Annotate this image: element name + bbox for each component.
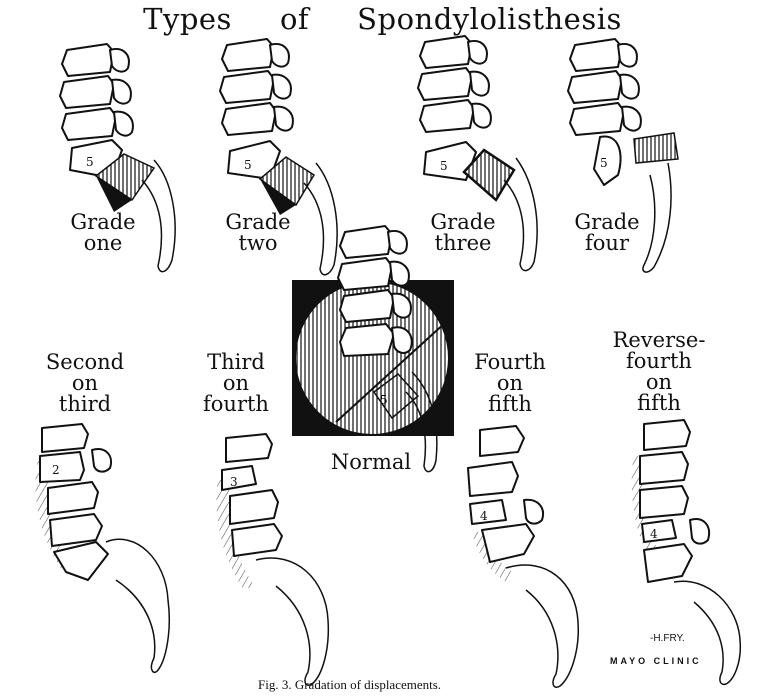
sacrum-coccyx — [255, 557, 330, 686]
label-line: on — [222, 371, 250, 395]
vertebra-3 — [221, 465, 257, 491]
label-line: on — [645, 370, 673, 394]
sacrum-coccyx — [673, 580, 742, 686]
vertebra-number: 5 — [86, 155, 94, 169]
label-line: fourth — [203, 392, 269, 416]
label-line: Grade — [70, 210, 136, 234]
displacement-shadow — [96, 176, 132, 212]
sacrum-coccyx — [642, 162, 672, 273]
label-line: fourth — [626, 349, 692, 373]
grade-one-label: Grade one — [58, 212, 148, 254]
vertebra-number: 5 — [380, 393, 388, 407]
hatched-outline — [216, 480, 254, 590]
vertebra-4 — [469, 499, 507, 525]
hatched-outline — [35, 460, 72, 570]
label-line: third — [58, 392, 112, 416]
sacrum-body — [633, 132, 679, 164]
displacement-shadow — [260, 179, 296, 215]
grade-three-spine-illustration: 5 — [417, 35, 538, 272]
artist-signature: -H.FRY. — [650, 633, 685, 644]
vertebra-number: 5 — [440, 159, 448, 173]
grade-two-label: Grade two — [213, 212, 303, 254]
label-line: Grade — [574, 210, 640, 234]
sacrum-coccyx — [141, 159, 176, 273]
label-line: Reverse- — [612, 328, 706, 352]
axis-line — [335, 321, 447, 423]
sacrum-coccyx — [505, 564, 579, 688]
label-line: Grade — [430, 210, 496, 234]
vertebra-number: 3 — [230, 475, 238, 489]
third-on-fourth-spine-illustration: 3 — [216, 433, 330, 686]
sacrum-coccyx — [303, 162, 338, 276]
label-line: fifth — [488, 392, 532, 416]
title-word: Types — [143, 2, 232, 36]
figure-title: Types of Spondylolisthesis — [0, 2, 765, 36]
vertebra-l5 — [227, 140, 281, 180]
vertebra-2 — [39, 451, 85, 483]
fourth-on-fifth-label: Fourth on fifth — [460, 352, 560, 415]
grade-three-label: Grade three — [418, 212, 508, 254]
label-line: Second — [45, 350, 125, 374]
grade-two-spine-illustration: 5 — [219, 38, 338, 276]
fourth-on-fifth-spine-illustration: 4 — [467, 425, 579, 688]
vertebra-number: 5 — [600, 156, 608, 170]
third-on-fourth-label: Third on fourth — [186, 352, 286, 415]
figure-caption: Fig. 3. Gradation of displacements. — [258, 677, 442, 692]
label-line: Third — [207, 350, 265, 374]
sacrum-coccyx — [405, 371, 438, 473]
vertebra-l5 — [593, 135, 622, 186]
second-on-third-label: Second on third — [30, 352, 140, 415]
label-line: three — [434, 231, 492, 255]
vertebra-number: 4 — [480, 509, 488, 523]
label-line: fifth — [637, 391, 681, 415]
sacrum-body — [372, 372, 420, 420]
label-line: Fourth — [474, 350, 546, 374]
grade-four-spine-illustration: 5 — [567, 38, 679, 273]
sacrum-body — [258, 156, 316, 207]
grade-one-spine-illustration: 5 — [59, 43, 176, 273]
label-line: on — [496, 371, 524, 395]
second-on-third-spine-illustration: 2 — [35, 423, 171, 674]
title-word: Spondylolisthesis — [357, 2, 622, 36]
grade-four-label: Grade four — [562, 212, 652, 254]
label-line: two — [238, 231, 278, 255]
label-line: Grade — [225, 210, 291, 234]
vertebra-number: 2 — [52, 463, 60, 477]
label-line: four — [585, 231, 629, 255]
title-word: of — [279, 2, 310, 36]
sacrum-coccyx — [105, 538, 171, 674]
mayo-clinic-credit: MAYO CLINIC — [610, 656, 702, 666]
reverse-fourth-on-fifth-spine-illustration: 4 — [631, 419, 742, 686]
normal-label: Normal — [330, 450, 412, 474]
label-line: one — [83, 231, 123, 255]
vertebra-number: 4 — [650, 527, 658, 541]
normal-spine-illustration: 5 — [292, 225, 454, 473]
vertebra-number: 5 — [244, 158, 252, 172]
vertebra-4 — [641, 519, 677, 543]
label-line: on — [71, 371, 99, 395]
sacrum-body — [462, 148, 516, 202]
reverse-fourth-on-fifth-label: Reverse- fourth on fifth — [604, 330, 714, 414]
sacrum-coccyx — [503, 157, 538, 272]
